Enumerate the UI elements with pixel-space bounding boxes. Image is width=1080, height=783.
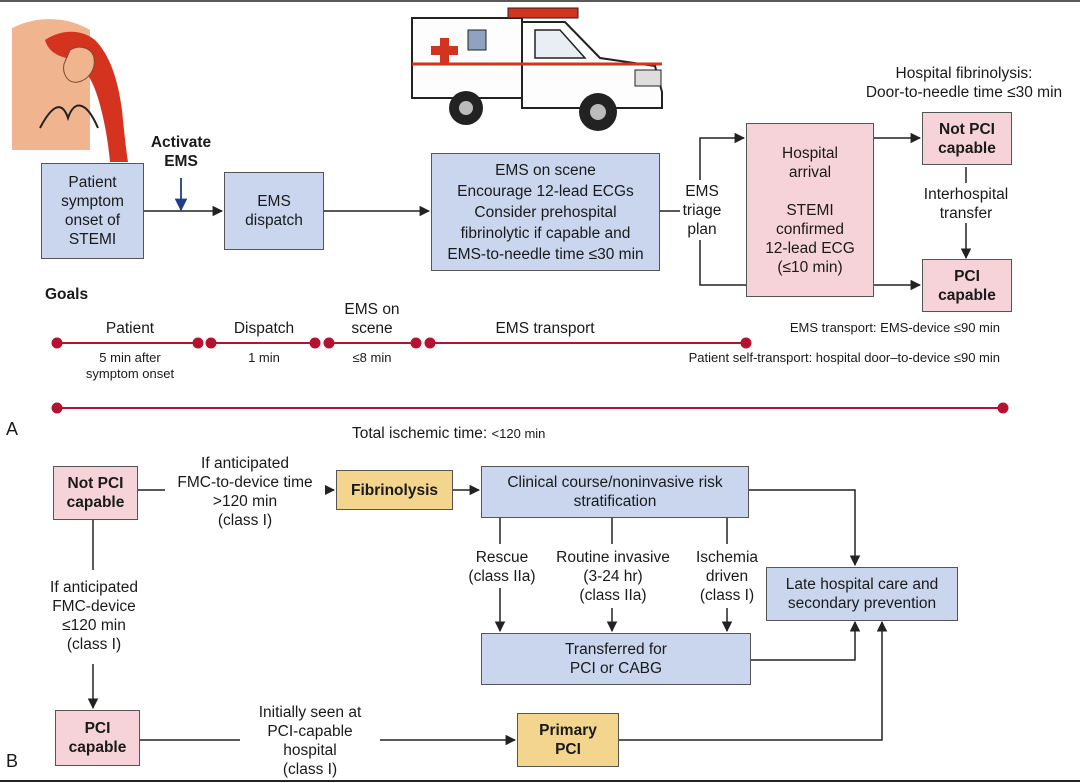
rescue-label: Rescue (class IIa) [460,548,544,586]
ems-triage-plan-label: EMS triage plan [682,183,722,238]
clinical-course-box: Clinical course/noninvasive risk stratif… [481,466,749,518]
timeline-scene-label: EMS on scene [344,301,400,337]
anticipated-gt-120-label: If anticipated FMC-to-device time >120 m… [165,454,325,530]
ems-dispatch-box: EMS dispatch [224,172,324,250]
panel-b-label: B [6,751,19,771]
activate-ems-label: Activate EMS [150,134,212,170]
hospital-arrival-box: Hospital arrival STEMI confirmed 12-lead… [746,123,874,297]
ems-device-goal: EMS transport: EMS-device ≤90 min [789,320,1000,335]
timeline-scene-sub: ≤8 min [352,350,392,365]
transferred-box: Transferred for PCI or CABG [481,633,751,685]
primary-pci-box: Primary PCI [517,713,619,767]
arrow-primary-pci-to-late-care [619,620,888,741]
pci-capable-box-b: PCI capable [55,710,140,766]
hospital-fibrinolysis-note: Hospital fibrinolysis: Door-to-needle ti… [865,65,1063,101]
fibrinolysis-box: Fibrinolysis [336,470,453,510]
interhospital-transfer-label: Interhospital transfer [914,185,1018,223]
ambulance-illustration [411,7,663,131]
arrow-transferred-to-late-care [751,620,861,661]
late-hospital-care-box: Late hospital care and secondary prevent… [766,567,958,621]
ems-on-scene-box: EMS on scene Encourage 12-lead ECGs Cons… [431,153,660,271]
timeline-dispatch-label: Dispatch [233,320,295,337]
not-pci-capable-box-b: Not PCI capable [53,466,138,520]
goals-title: Goals [45,286,89,303]
initially-seen-label: Initially seen at PCI-capable hospital (… [240,703,380,779]
timeline-dispatch-sub: 1 min [248,350,280,365]
pci-capable-box-a: PCI capable [922,259,1012,312]
patient-chest-pain-illustration [12,19,128,162]
arrow-clinical-to-late-care [749,489,861,567]
self-transport-goal: Patient self-transport: hospital door–to… [688,350,1000,365]
not-pci-capable-box-a: Not PCI capable [922,112,1012,165]
total-ischemic-time: Total ischemic time: <120 min [352,425,546,442]
ischemia-driven-label: Ischemia driven (class I) [688,548,766,605]
routine-invasive-label: Routine invasive (3-24 hr) (class IIa) [547,548,679,605]
anticipated-le-120-label: If anticipated FMC-device ≤120 min (clas… [40,578,148,654]
timeline-patient-label: Patient [105,320,155,337]
goals-timeline [51,337,1009,414]
patient-symptom-onset-box: Patient symptom onset of STEMI [41,163,144,259]
triage-to-hospital-line [699,132,746,180]
timeline-patient-sub: 5 min after symptom onset [85,350,175,381]
panel-a-label: A [6,419,19,439]
timeline-transport-label: EMS transport [495,320,595,337]
